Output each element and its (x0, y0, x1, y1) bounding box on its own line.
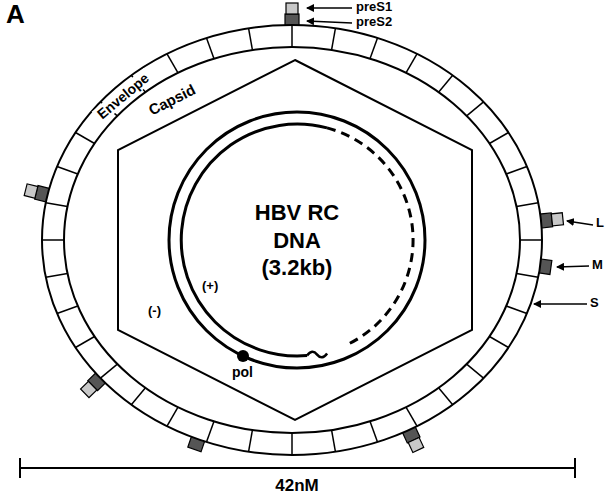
envelope-ring: EnvelopeCapsidHBV RC DNA (3.2kb) (42, 25, 542, 455)
pres1-label: preS1 (356, 0, 392, 15)
envelope-segment (406, 407, 417, 426)
polymerase-label: pol (232, 364, 253, 380)
envelope-segment (206, 421, 214, 442)
envelope-segment (370, 421, 378, 442)
envelope-segment (46, 203, 68, 207)
envelope-segment (75, 337, 94, 348)
dna-circle: HBV RC DNA (3.2kb) (165, 108, 429, 372)
leader-arrow (307, 21, 352, 23)
minus-strand-label: (-) (148, 304, 161, 319)
minus-strand (169, 112, 425, 368)
envelope-segment (506, 166, 527, 174)
envelope-segment (467, 364, 484, 378)
scale-bar (20, 458, 575, 478)
leader-arrow (307, 7, 352, 9)
l-protein (539, 212, 563, 228)
envelope-segment (249, 28, 253, 50)
envelope-segment (167, 54, 178, 73)
capsid-shell (118, 60, 472, 420)
envelope-segment (332, 430, 336, 452)
envelope-segment (291, 433, 293, 455)
envelope-segment (57, 166, 78, 174)
envelope-segment (291, 25, 293, 47)
polymerase-dot (237, 350, 249, 362)
envelope-segment (467, 102, 484, 116)
envelope-segment (406, 54, 417, 73)
panel-letter: A (6, 0, 25, 30)
envelope-outer (42, 25, 542, 455)
envelope-segment (131, 388, 145, 405)
envelope-segment (517, 274, 539, 278)
envelope-segment (206, 38, 214, 59)
envelope-inner (64, 47, 520, 433)
envelope-segment (370, 38, 378, 59)
leader-arrow (534, 303, 587, 305)
envelope-segment (489, 133, 508, 144)
l-protein-label: L (596, 216, 604, 231)
envelope-segment (57, 306, 78, 314)
genome-label: HBV RC DNA (3.2kb) (237, 199, 357, 282)
rna-primer (307, 352, 327, 358)
s-protein-label: S (590, 296, 599, 311)
l-protein (285, 3, 299, 26)
envelope-segment (439, 388, 453, 405)
surface-proteins (24, 3, 564, 453)
scale-line (20, 467, 575, 469)
envelope-segment (517, 203, 539, 207)
plus-strand-label: (+) (202, 279, 218, 294)
m-protein-label: M (592, 258, 603, 273)
envelope-segment (42, 239, 64, 241)
envelope-segment (167, 407, 178, 426)
pres2-label: preS2 (356, 15, 392, 30)
scale-label: 42nM (247, 476, 347, 496)
plus-strand-gap (327, 128, 413, 345)
envelope-segment (332, 28, 336, 50)
capsid-hexagon: CapsidHBV RC DNA (3.2kb) (118, 60, 472, 420)
leader-arrow (567, 221, 593, 225)
scale-tick (574, 458, 576, 478)
leader-arrow (557, 266, 589, 267)
envelope-segment (100, 364, 117, 378)
envelope-segment (46, 274, 68, 278)
scale-tick (19, 458, 21, 478)
envelope-segment (489, 337, 508, 348)
envelope-segment (75, 133, 94, 144)
envelope-segment (249, 430, 253, 452)
envelope-segment (506, 306, 527, 314)
envelope-segment (520, 239, 542, 241)
envelope-segment (439, 75, 453, 92)
